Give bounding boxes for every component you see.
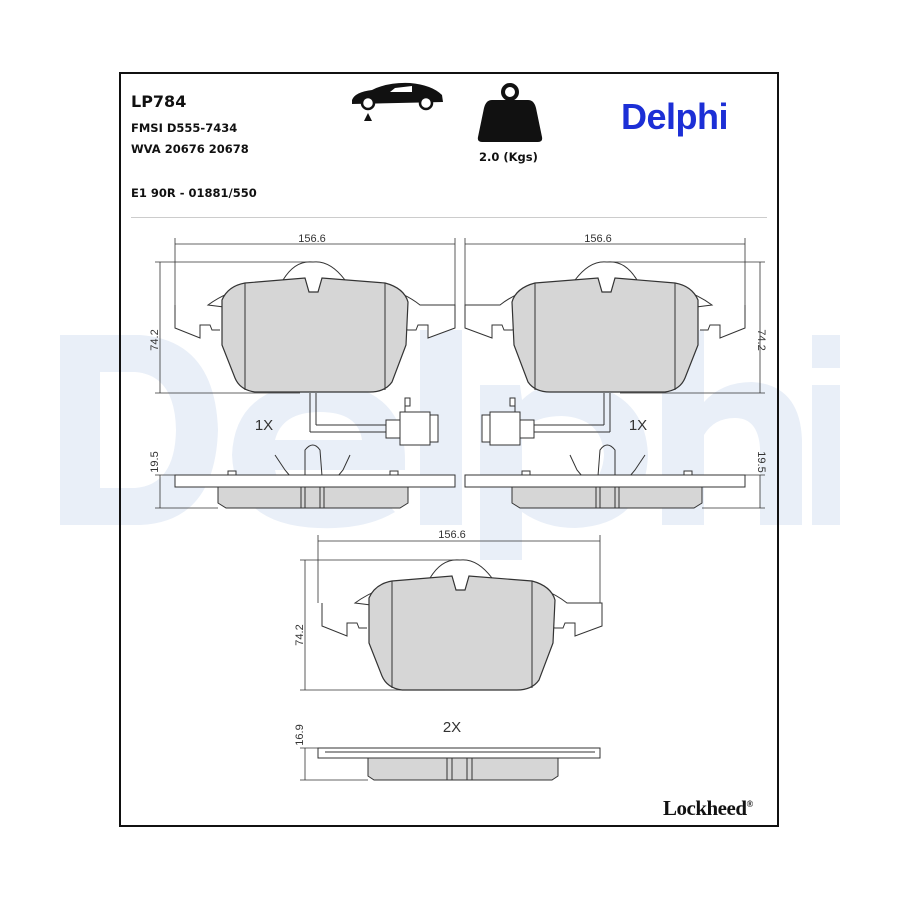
thickness-dimension-front-left: 19.5 <box>149 451 161 472</box>
product-sheet: LP784 FMSI D555-7434 WVA 20676 20678 E1 … <box>119 72 779 827</box>
quantity-front-left: 1X <box>255 417 273 434</box>
fmsi-number: FMSI D555-7434 <box>131 121 238 135</box>
height-dimension-front-right: 74.2 <box>755 329 767 350</box>
quantity-rear: 2X <box>443 719 461 736</box>
dimension-lines <box>155 238 765 781</box>
car-front-axle-icon <box>352 82 443 121</box>
part-code: LP784 <box>131 92 187 111</box>
thickness-dimension-rear: 16.9 <box>294 724 306 745</box>
width-dimension-front-left: 156.6 <box>298 233 326 245</box>
delphi-logo: Delphi <box>621 96 729 137</box>
lockheed-name: Lockheed <box>663 796 747 820</box>
lockheed-logo: Lockheed® <box>663 796 753 821</box>
weight-label: 2.0 (Kgs) <box>479 150 538 164</box>
divider <box>131 217 767 218</box>
rear-pad-side-view <box>317 747 601 781</box>
ece-approval: E1 90R - 01881/550 <box>131 186 257 200</box>
height-dimension-rear: 74.2 <box>294 624 306 645</box>
quantity-front-right: 1X <box>629 417 647 434</box>
registered-mark: ® <box>746 799 754 809</box>
width-dimension-rear: 156.6 <box>438 529 466 541</box>
thickness-dimension-front-right: 19.5 <box>755 451 767 472</box>
rear-pad-view <box>321 559 603 691</box>
width-dimension-front-right: 156.6 <box>584 233 612 245</box>
weight-icon <box>477 83 543 142</box>
height-dimension-front-left: 74.2 <box>149 329 161 350</box>
front-pad-right-view <box>464 261 746 509</box>
wva-number: WVA 20676 20678 <box>131 142 249 156</box>
front-pad-left-view <box>174 261 456 509</box>
